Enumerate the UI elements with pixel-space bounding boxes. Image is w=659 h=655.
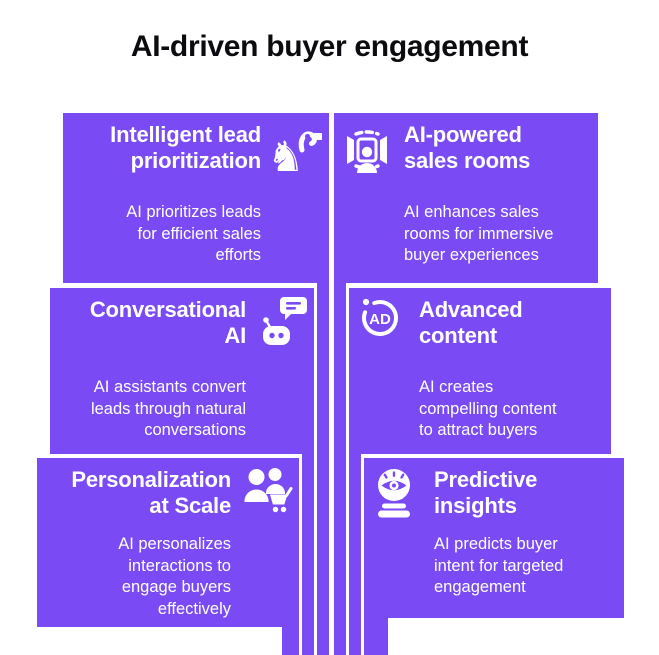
card-intelligent-lead-prioritization: ♞ Intelligent lead prioritization AI pri… (63, 113, 329, 283)
immersive-sales-room-icon (344, 127, 390, 178)
card-title: Advanced content (419, 297, 523, 348)
svg-text:♞: ♞ (269, 132, 305, 173)
card-ribbon (349, 454, 361, 655)
card-description: AI enhances sales rooms for immersive bu… (404, 203, 554, 264)
card-ribbon (282, 627, 299, 655)
card-conversational-ai: Conversational AI AI assistants convert … (50, 288, 314, 454)
card-advanced-content: AD Advanced content AI creates compellin… (349, 288, 611, 454)
ad-badge-icon: AD (359, 297, 401, 342)
card-personalization-at-scale: Personalization at Scale AI personalizes… (37, 458, 299, 627)
card-predictive-insights: Predictive insights AI predicts buyer in… (364, 458, 624, 618)
card-description: AI personalizes interactions to engage b… (118, 535, 231, 618)
card-description: AI creates compelling content to attract… (419, 378, 557, 439)
card-ribbon (317, 283, 329, 655)
card-title: AI-powered sales rooms (404, 122, 531, 173)
page-title: AI-driven buyer engagement (130, 30, 529, 63)
card-ribbon (334, 283, 346, 655)
chess-knight-strategy-icon: ♞ (267, 129, 323, 181)
buyers-group-cart-icon (243, 466, 293, 521)
card-ai-powered-sales-rooms: AI-powered sales rooms AI enhances sales… (334, 113, 598, 283)
card-title: Predictive insights (434, 467, 538, 518)
chatbot-icon (260, 296, 308, 351)
card-title: Personalization at Scale (71, 467, 231, 518)
card-title: Intelligent lead prioritization (110, 122, 261, 173)
svg-text:AD: AD (369, 311, 391, 328)
card-ribbon (302, 454, 314, 655)
crystal-ball-icon (374, 467, 414, 524)
card-ribbon (364, 618, 388, 655)
card-title: Conversational AI (89, 297, 246, 348)
card-description: AI assistants convert leads through natu… (90, 378, 246, 439)
card-description: AI prioritizes leads for efficient sales… (126, 203, 261, 264)
card-description: AI predicts buyer intent for targeted en… (434, 535, 564, 596)
